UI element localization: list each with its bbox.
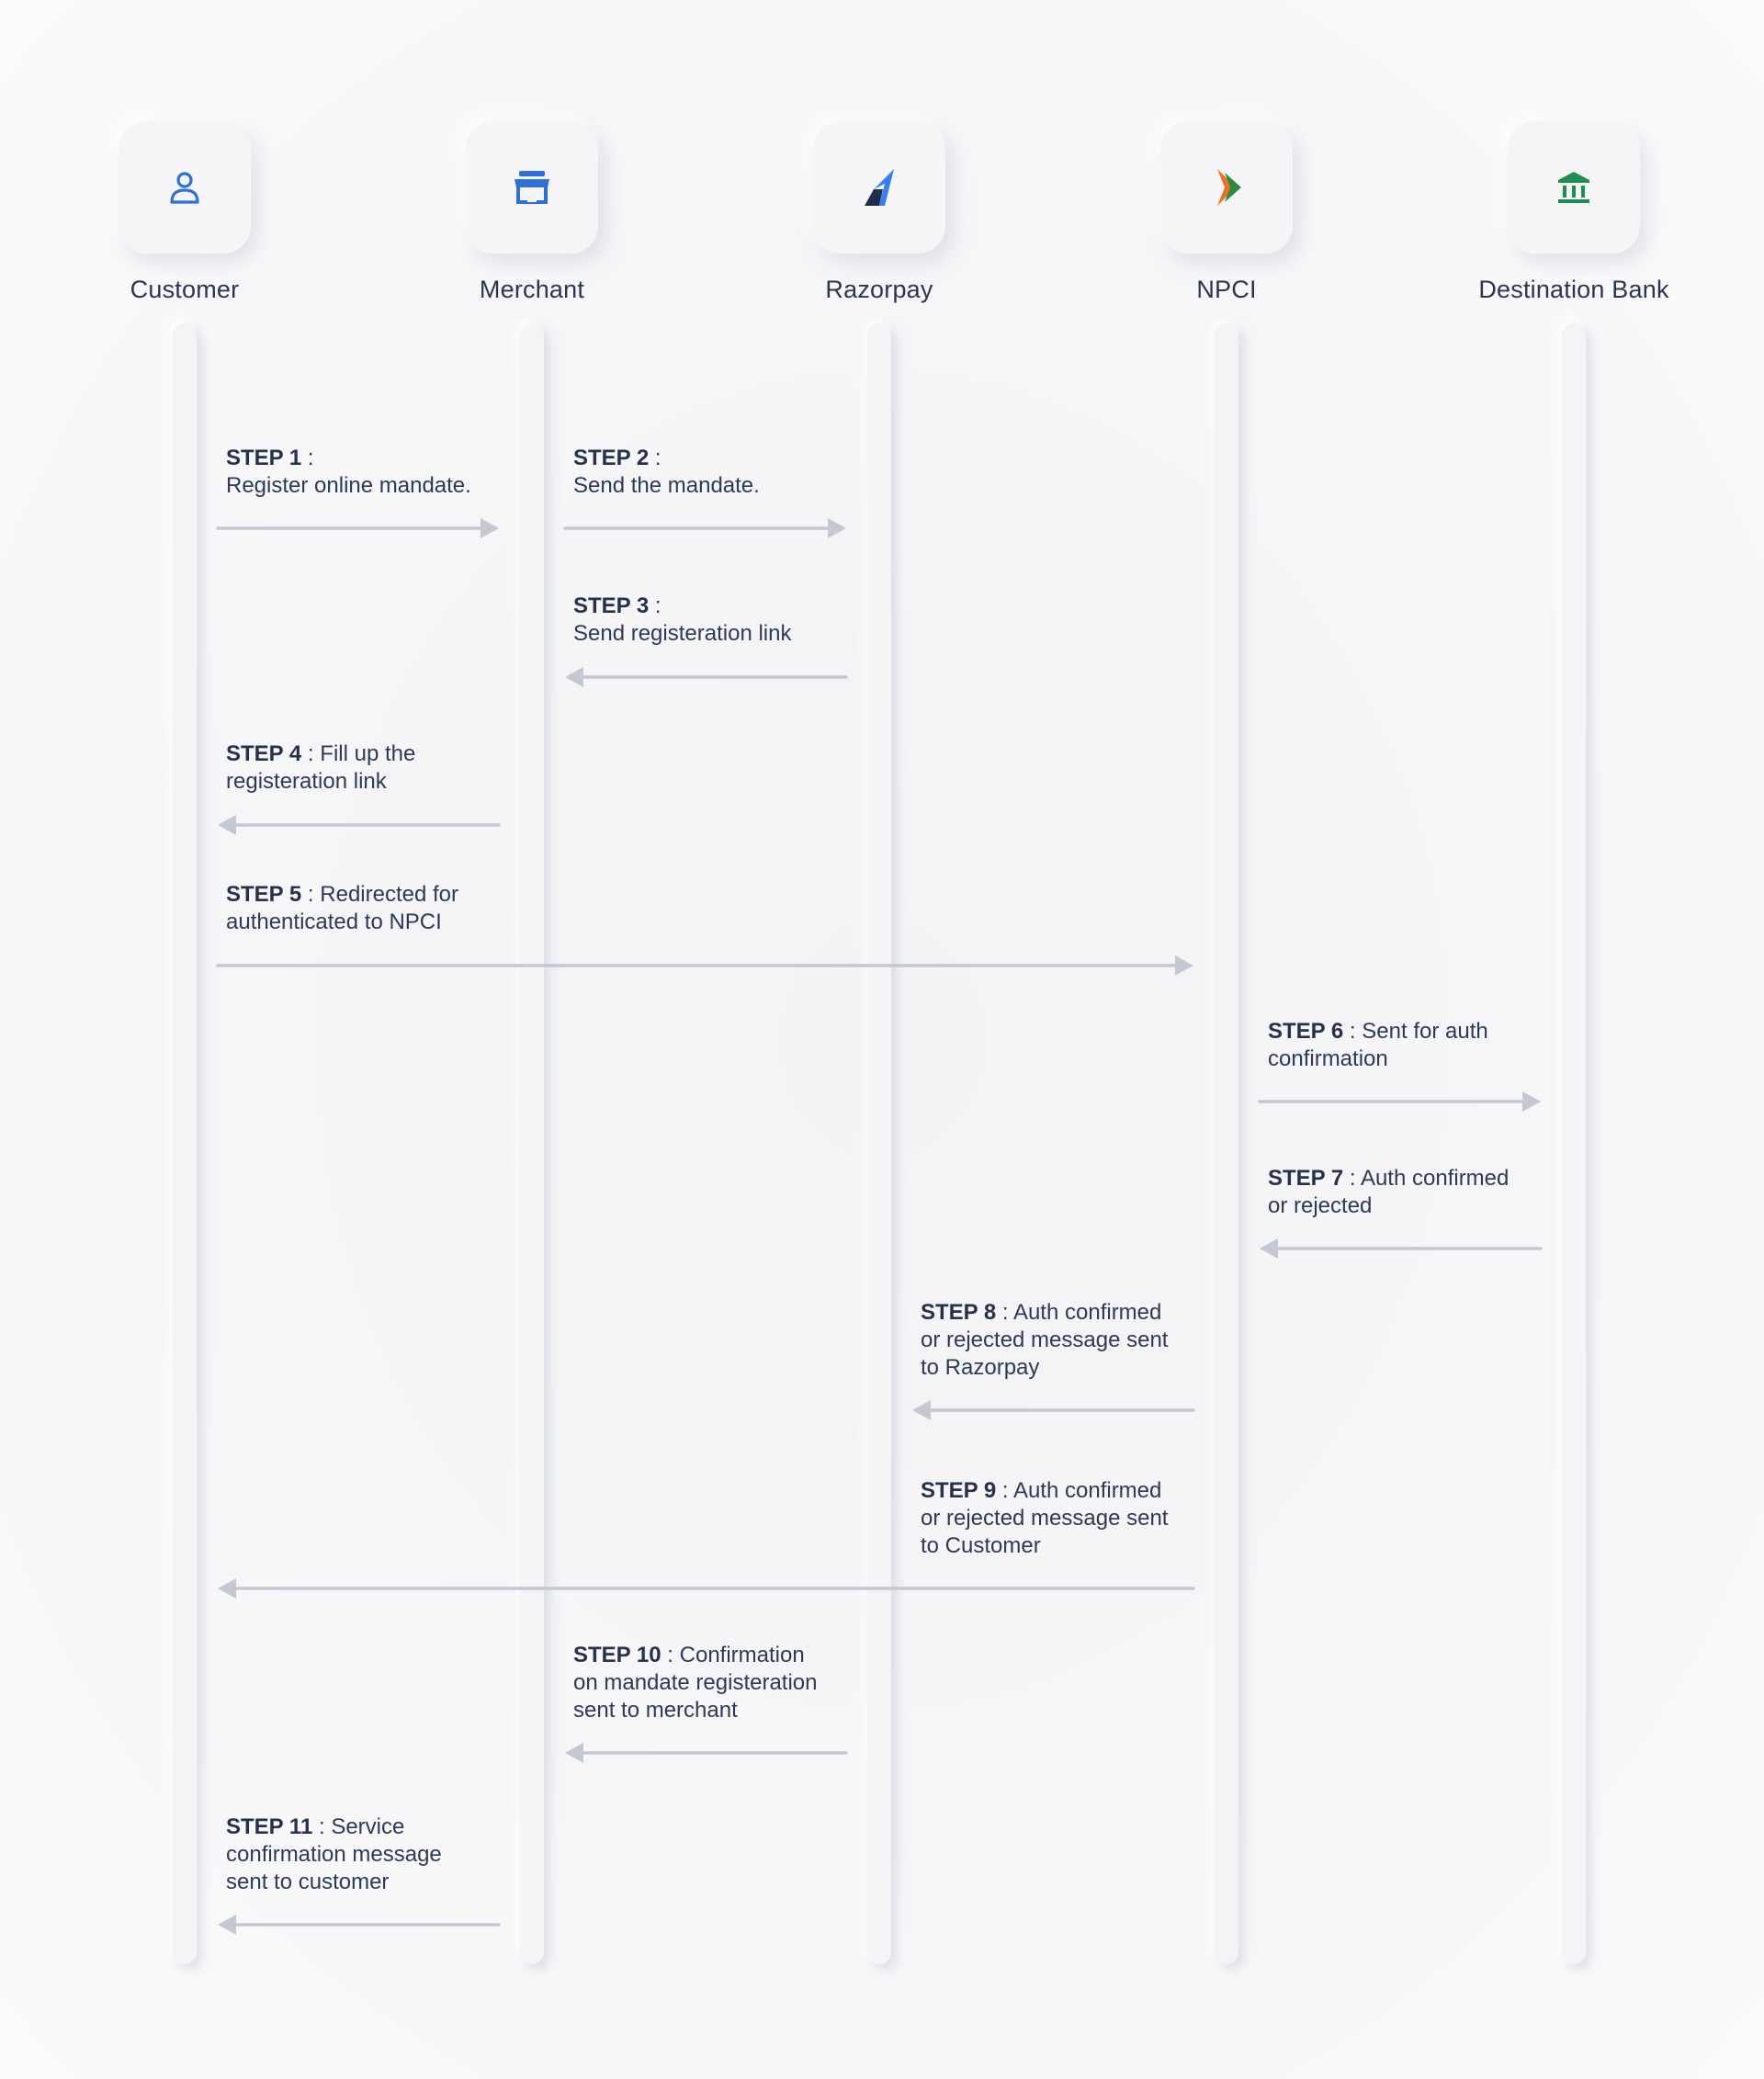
step-8-sep: : xyxy=(996,1300,1013,1325)
lifeline-destination-bank xyxy=(1562,323,1586,1964)
step-10-id: STEP 10 xyxy=(573,1643,662,1667)
npci-logo-icon xyxy=(1217,169,1241,206)
step-4-id: STEP 4 xyxy=(226,741,302,766)
step-10-arrow xyxy=(565,1743,848,1763)
step-10-line-2: on mandate registeration xyxy=(573,1670,818,1695)
step-2-arrow xyxy=(563,518,846,538)
actor-card-destination-bank xyxy=(1508,121,1640,254)
step-8-line-3: to Razorpay xyxy=(921,1355,1040,1380)
step-2-arrow-head xyxy=(828,518,846,538)
step-3-sep: : xyxy=(649,593,662,618)
step-4-arrow xyxy=(218,815,501,835)
step-11-id: STEP 11 xyxy=(226,1814,313,1839)
step-6-label: STEP 6 : Sent for auth confirmation xyxy=(1268,1018,1488,1073)
step-11-line-3: sent to customer xyxy=(226,1870,390,1894)
step-4-line-1: Fill up the xyxy=(320,741,416,766)
actor-card-merchant xyxy=(466,121,598,254)
step-10-line-3: sent to merchant xyxy=(573,1698,738,1723)
step-7-sep: : xyxy=(1343,1166,1361,1191)
actor-label-customer: Customer xyxy=(130,276,240,303)
step-8-id: STEP 8 xyxy=(921,1300,997,1325)
step-11-label: STEP 11 : Service confirmation message s… xyxy=(226,1813,442,1896)
step-2-line-2: Send the mandate. xyxy=(573,473,760,498)
step-1-label: STEP 1 : Register online mandate. xyxy=(226,445,471,500)
actor-card-npci xyxy=(1160,121,1293,254)
step-3-line-2: Send registeration link xyxy=(573,621,792,646)
step-8-arrow-head xyxy=(912,1400,931,1420)
step-1-arrow xyxy=(216,518,499,538)
step-7-arrow-head xyxy=(1260,1238,1278,1259)
lifeline-customer xyxy=(173,323,197,1964)
step-10-label: STEP 10 : Confirmation on mandate regist… xyxy=(573,1642,818,1724)
razorpay-logo-icon xyxy=(865,169,894,206)
step-8-arrow xyxy=(912,1400,1195,1420)
step-5-arrow xyxy=(216,955,1193,976)
step-6-id: STEP 6 xyxy=(1268,1019,1344,1044)
step-11-arrow xyxy=(218,1915,501,1935)
step-6-line-1: Sent for auth xyxy=(1362,1019,1488,1044)
step-6-sep: : xyxy=(1343,1019,1363,1044)
step-1-sep: : xyxy=(301,446,314,470)
actor-card-razorpay xyxy=(813,121,945,254)
step-6-arrow-head xyxy=(1522,1091,1541,1112)
actor-label-razorpay: Razorpay xyxy=(825,276,933,303)
step-9-line-2: or rejected message sent xyxy=(921,1506,1169,1531)
step-11-line-1: Service xyxy=(331,1814,405,1839)
actor-card-customer xyxy=(119,121,251,254)
store-icon xyxy=(514,171,549,204)
step-2-id: STEP 2 xyxy=(573,446,650,470)
step-10-sep: : xyxy=(661,1643,680,1667)
step-3-id: STEP 3 xyxy=(573,593,650,618)
step-9-arrow xyxy=(218,1578,1195,1599)
step-4-sep: : xyxy=(301,741,321,766)
step-4-label: STEP 4 : Fill up the registeration link xyxy=(226,740,415,796)
lifeline-razorpay xyxy=(867,323,891,1964)
step-7-line-2: or rejected xyxy=(1268,1193,1373,1218)
step-9-label: STEP 9 : Auth confirmed or rejected mess… xyxy=(921,1477,1168,1560)
step-8-line-2: or rejected message sent xyxy=(921,1328,1169,1352)
step-11-sep: : xyxy=(312,1814,332,1839)
step-11-line-2: confirmation message xyxy=(226,1842,442,1867)
step-1-line-2: Register online mandate. xyxy=(226,473,471,498)
step-9-arrow-head xyxy=(218,1578,236,1599)
actor-label-merchant: Merchant xyxy=(479,276,585,303)
step-5-id: STEP 5 xyxy=(226,882,302,907)
step-1-arrow-head xyxy=(481,518,499,538)
step-5-line-2: authenticated to NPCI xyxy=(226,910,442,934)
actor-label-npci: NPCI xyxy=(1196,276,1257,303)
step-6-line-2: confirmation xyxy=(1268,1046,1388,1071)
step-9-sep: : xyxy=(996,1478,1013,1503)
step-3-label: STEP 3 : Send registeration link xyxy=(573,593,791,648)
step-7-line-1: Auth confirmed xyxy=(1360,1166,1510,1191)
step-11-arrow-head xyxy=(218,1915,236,1935)
step-2-sep: : xyxy=(649,446,662,470)
step-3-arrow-head xyxy=(565,667,583,687)
bank-icon xyxy=(1558,172,1589,203)
step-5-label: STEP 5 : Redirected for authenticated to… xyxy=(226,881,458,936)
step-2-label: STEP 2 : Send the mandate. xyxy=(573,445,760,500)
step-10-arrow-head xyxy=(565,1743,583,1763)
step-4-line-2: registeration link xyxy=(226,769,387,794)
step-7-label: STEP 7 : Auth confirmed or rejected xyxy=(1268,1165,1509,1220)
step-5-arrow-head xyxy=(1175,955,1193,976)
step-3-arrow xyxy=(565,667,848,687)
lifeline-npci xyxy=(1215,323,1238,1964)
step-7-id: STEP 7 xyxy=(1268,1166,1344,1191)
step-6-arrow xyxy=(1258,1091,1541,1112)
step-1-id: STEP 1 xyxy=(226,446,302,470)
step-9-id: STEP 9 xyxy=(921,1478,997,1503)
step-4-arrow-head xyxy=(218,815,236,835)
step-8-line-1: Auth confirmed xyxy=(1012,1300,1162,1325)
step-10-line-1: Confirmation xyxy=(679,1643,805,1667)
step-7-arrow xyxy=(1260,1238,1543,1259)
step-9-line-3: to Customer xyxy=(921,1533,1041,1558)
user-icon xyxy=(170,172,199,204)
actor-label-destination-bank: Destination Bank xyxy=(1478,276,1669,303)
step-9-line-1: Auth confirmed xyxy=(1012,1478,1162,1503)
lifeline-merchant xyxy=(520,323,544,1964)
step-8-label: STEP 8 : Auth confirmed or rejected mess… xyxy=(921,1299,1168,1382)
step-5-line-1: Redirected for xyxy=(320,882,459,907)
step-5-sep: : xyxy=(301,882,321,907)
